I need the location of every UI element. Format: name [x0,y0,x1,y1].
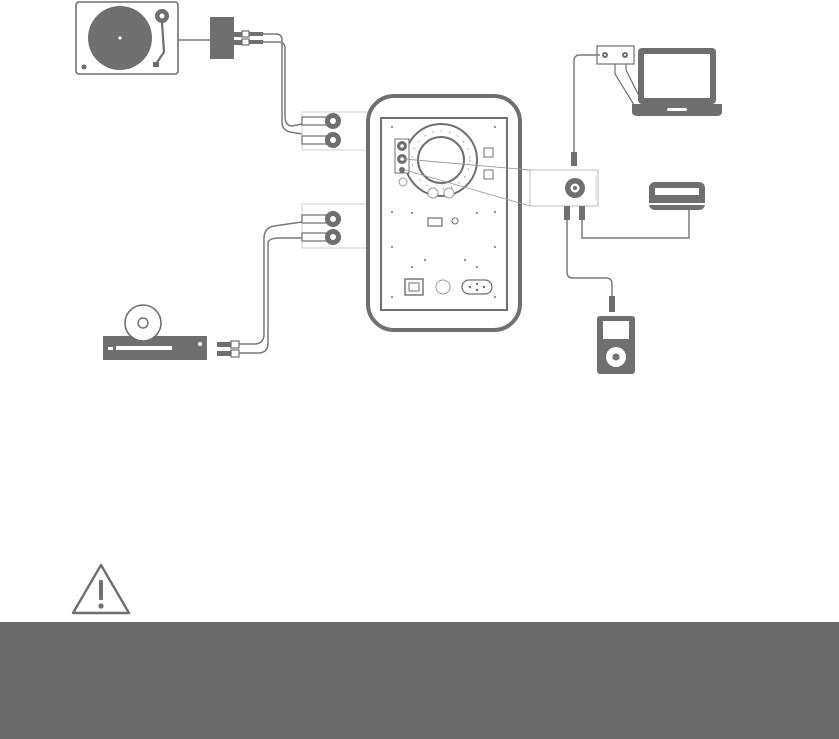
laptop-cable-plug [571,152,577,166]
phono-cable-a [263,34,302,134]
rca-input-panel-top [302,112,370,150]
laptop-cable [574,55,600,166]
usb-adapter-icon [597,46,640,108]
footer-band [0,622,839,739]
laptop-icon [632,48,722,116]
dock-cable-plug [579,206,585,220]
ipod-cable [567,206,612,312]
rca-input-panel-bottom [302,204,370,248]
phono-preamp-icon [210,17,242,59]
connection-diagram [0,0,839,620]
ipod-icon [597,296,635,374]
adapter-box-icon [530,170,598,206]
ipod-cable-plug [564,206,570,220]
speaker-rear-panel-icon [368,96,520,330]
rca-plug-pair-cd [217,341,239,357]
warning-triangle-icon [70,562,132,616]
rca-plug-pair-top [242,31,263,45]
turntable-icon [76,2,178,74]
cd-cable-b [239,238,302,353]
cd-player-icon [103,305,207,360]
dock-cable [582,206,689,238]
media-dock-icon [649,182,705,222]
